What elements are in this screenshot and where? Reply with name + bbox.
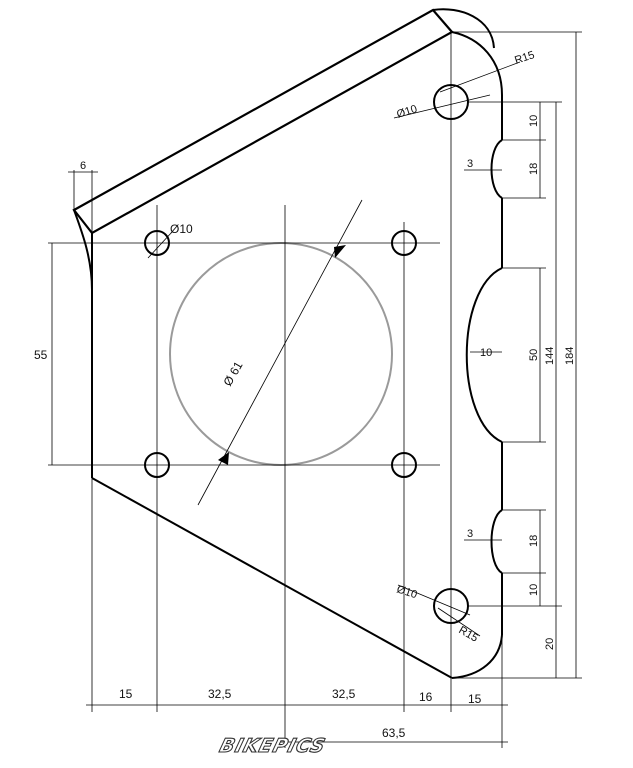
dim-x-325-a: 32,5 [208, 687, 232, 701]
main-bore [169, 242, 393, 466]
dim-hole-small-top: Ø10 [170, 222, 193, 236]
dim-bore: Ø 61 [220, 359, 245, 389]
watermark-text: BIKEPICS [217, 734, 328, 757]
dimension-texts: 6 Ø10 Ø 61 55 Ø10 R15 3 10 18 10 50 144 … [34, 49, 576, 740]
holes [144, 84, 469, 624]
dim-mid-depth: 10 [480, 347, 492, 359]
dim-bottom-20: 20 [544, 638, 556, 650]
part-outline [72, 8, 503, 679]
dim-hole-right-top: Ø10 [395, 103, 418, 121]
dim-hole-right-bottom: Ø10 [395, 583, 418, 601]
dim-slot-10-bottom: 10 [528, 584, 540, 596]
dim-x-15-right: 15 [468, 692, 482, 706]
dim-height-55: 55 [34, 348, 48, 362]
dim-slot-18-top: 18 [528, 163, 540, 175]
centre-lines [48, 30, 521, 748]
dimension-lines [51, 31, 582, 743]
dim-x-15-left: 15 [119, 687, 133, 701]
dim-radius-bottom: R15 [457, 624, 480, 644]
dim-slot-18-bottom: 18 [528, 535, 540, 547]
watermark-logo: BIKEPICS [217, 734, 329, 758]
dim-x-325-b: 32,5 [332, 687, 356, 701]
dim-slot-depth-bottom: 3 [467, 528, 473, 540]
dim-x-635: 63,5 [382, 726, 406, 740]
dim-mid-50: 50 [528, 349, 540, 361]
dim-slot-depth-top: 3 [467, 158, 473, 170]
dim-x-16: 16 [419, 690, 433, 704]
dim-slot-10-top: 10 [528, 115, 540, 127]
dim-thickness: 6 [80, 160, 86, 172]
dim-span-144: 144 [544, 347, 556, 365]
dim-radius-top: R15 [513, 49, 536, 67]
dim-total-184: 184 [564, 347, 576, 365]
